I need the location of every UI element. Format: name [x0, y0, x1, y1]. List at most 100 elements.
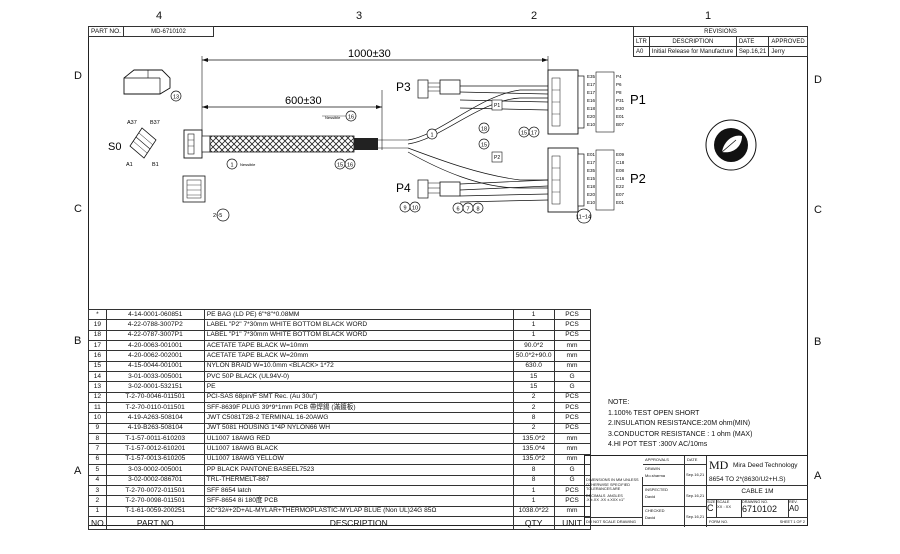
bom-cell: T-2-70-0046-011501	[105, 391, 205, 404]
zone-left-d: D	[74, 70, 82, 82]
p2-pin-l: E01	[587, 152, 596, 157]
p1-pin-r: P6	[616, 82, 622, 87]
bom-cell: 4-20-0062-002001	[105, 350, 205, 362]
p3-connector: P3 P1	[396, 79, 503, 111]
bom-cell: 1	[512, 308, 555, 321]
bom-cell: 12	[88, 391, 107, 404]
bom-cell: PVC 50P BLACK (UL94V-0)	[203, 371, 514, 383]
company-name: Mira Deed Technology	[733, 462, 798, 469]
balloon-16b: 16	[347, 163, 353, 169]
p1-pin-r: E30	[616, 106, 625, 111]
zone-top-3: 3	[356, 10, 363, 22]
p1-pin-l: E35	[587, 74, 596, 79]
bom-cell: 11	[88, 402, 107, 414]
sheet-info: SHEET 1 OF 2	[779, 520, 805, 524]
bom-cell: 2	[512, 391, 555, 404]
bom-cell: 4-22-0787-3007P1	[105, 329, 205, 342]
rev-cell: Initial Release for Manufacture	[648, 46, 737, 57]
bom-cell: PCS	[553, 391, 591, 404]
pin-a1: A1	[126, 162, 133, 168]
bom-cell: JWT C5081T2B-2 TERMINAL 16-20AWG	[203, 412, 514, 424]
checked-label: CHECKED	[645, 508, 665, 513]
s0-connector: S0 A37 B37 A1 B1	[108, 120, 160, 168]
balloon-2-5: 2~5	[213, 213, 222, 219]
company-cell: MD Mira Deed Technology 8654 TO 2*(8630/…	[707, 456, 808, 486]
note-item: 2.INSULATION RESISTANCE:20M ohm(MIN)	[608, 420, 751, 427]
balloon-1: 1	[231, 163, 234, 169]
p2-pin-r: E22	[616, 184, 625, 189]
bom-cell: PCS	[553, 319, 591, 331]
dimension-total: 1000±30	[201, 48, 549, 135]
bom-cell: G	[553, 371, 591, 383]
balloon-7: 7	[467, 207, 470, 213]
bom-cell: 3-02-0001-532151	[105, 381, 205, 393]
balloon-15c: 15	[521, 131, 527, 137]
bom-cell: 1	[512, 319, 555, 331]
balloon-8: 8	[477, 207, 480, 213]
bom-cell: SFF-8654 8i 180度 PCB	[203, 495, 514, 507]
bom-cell: 4-19-B263-508104	[105, 422, 205, 435]
bom-cell: 2	[512, 402, 555, 414]
p2-pin-l: E15	[587, 176, 596, 181]
rev-label: REV.	[789, 500, 798, 504]
p2-pin-l: E17	[587, 160, 596, 165]
note-item: 1.100% TEST OPEN SHORT	[608, 409, 700, 417]
bom-cell: 13	[88, 381, 107, 393]
p1-pin-r: P8	[616, 90, 622, 95]
port-p3-label: P3	[396, 80, 411, 94]
bom-cell: 1	[512, 495, 555, 507]
label-p1-tag: P1	[494, 103, 500, 109]
p2-pin-l: E35	[587, 168, 596, 173]
port-p1-label: P1	[630, 92, 646, 107]
bom-cell: T-2-70-0072-011501	[105, 484, 205, 497]
date-label: DATE	[685, 456, 706, 465]
p2-pin-r: E09	[616, 152, 625, 157]
dwg-label: DRAWING NO.	[742, 500, 769, 504]
p1-pin-l: E17	[587, 90, 596, 95]
bom-cell: 19	[88, 319, 107, 331]
drawn-label: DRAWN	[645, 466, 660, 471]
bom-cell: QTY	[512, 515, 555, 530]
bom-cell: NO	[88, 515, 107, 530]
note-item: 4.HI POT TEST :300V AC/10ms	[608, 441, 708, 448]
form-no: FORM NO.	[709, 520, 728, 524]
zone-top-1: 1	[705, 10, 712, 22]
p2-pin-r: E07	[616, 192, 625, 197]
notes-title: NOTE:	[608, 399, 630, 406]
zone-right-b: B	[814, 336, 822, 348]
bom-cell: 4-20-0063-001001	[105, 340, 205, 352]
bom-cell: ACETATE TAPE BLACK W=20mm	[203, 350, 514, 362]
part-no-header: PART NO. MD-6710102	[88, 26, 214, 37]
wire-harness	[407, 85, 550, 203]
label-p2-tag: P2	[494, 155, 500, 161]
bom-cell: 630.0	[512, 360, 555, 373]
bom-cell: mm	[553, 433, 591, 445]
zone-right-a: A	[814, 470, 822, 482]
bom-cell: UL1007 18AWG YELLOW	[203, 453, 514, 466]
bom-cell: 135.0*2	[512, 453, 555, 466]
balloon-15b: 15	[481, 143, 487, 149]
bom-cell: T-2-70-0110-011501	[105, 402, 205, 414]
bom-cell: PE	[203, 381, 514, 393]
bom-cell: 16	[88, 350, 107, 362]
bom-cell: 3-02-0002-086701	[105, 474, 205, 486]
bom-cell: mm	[553, 360, 591, 373]
pin-a37: A37	[127, 120, 137, 126]
bom-cell: 4-15-0044-001001	[105, 360, 205, 373]
size-value: C	[707, 503, 714, 513]
pcb-connector: 2~5	[182, 175, 230, 222]
approvals-label: APPROVALS	[643, 456, 684, 465]
bom-cell: T-1-57-0013-610205	[105, 453, 205, 466]
bom-cell: PCI-SAS 68pin/F SMT Rec. (Au 30u")	[203, 391, 514, 404]
